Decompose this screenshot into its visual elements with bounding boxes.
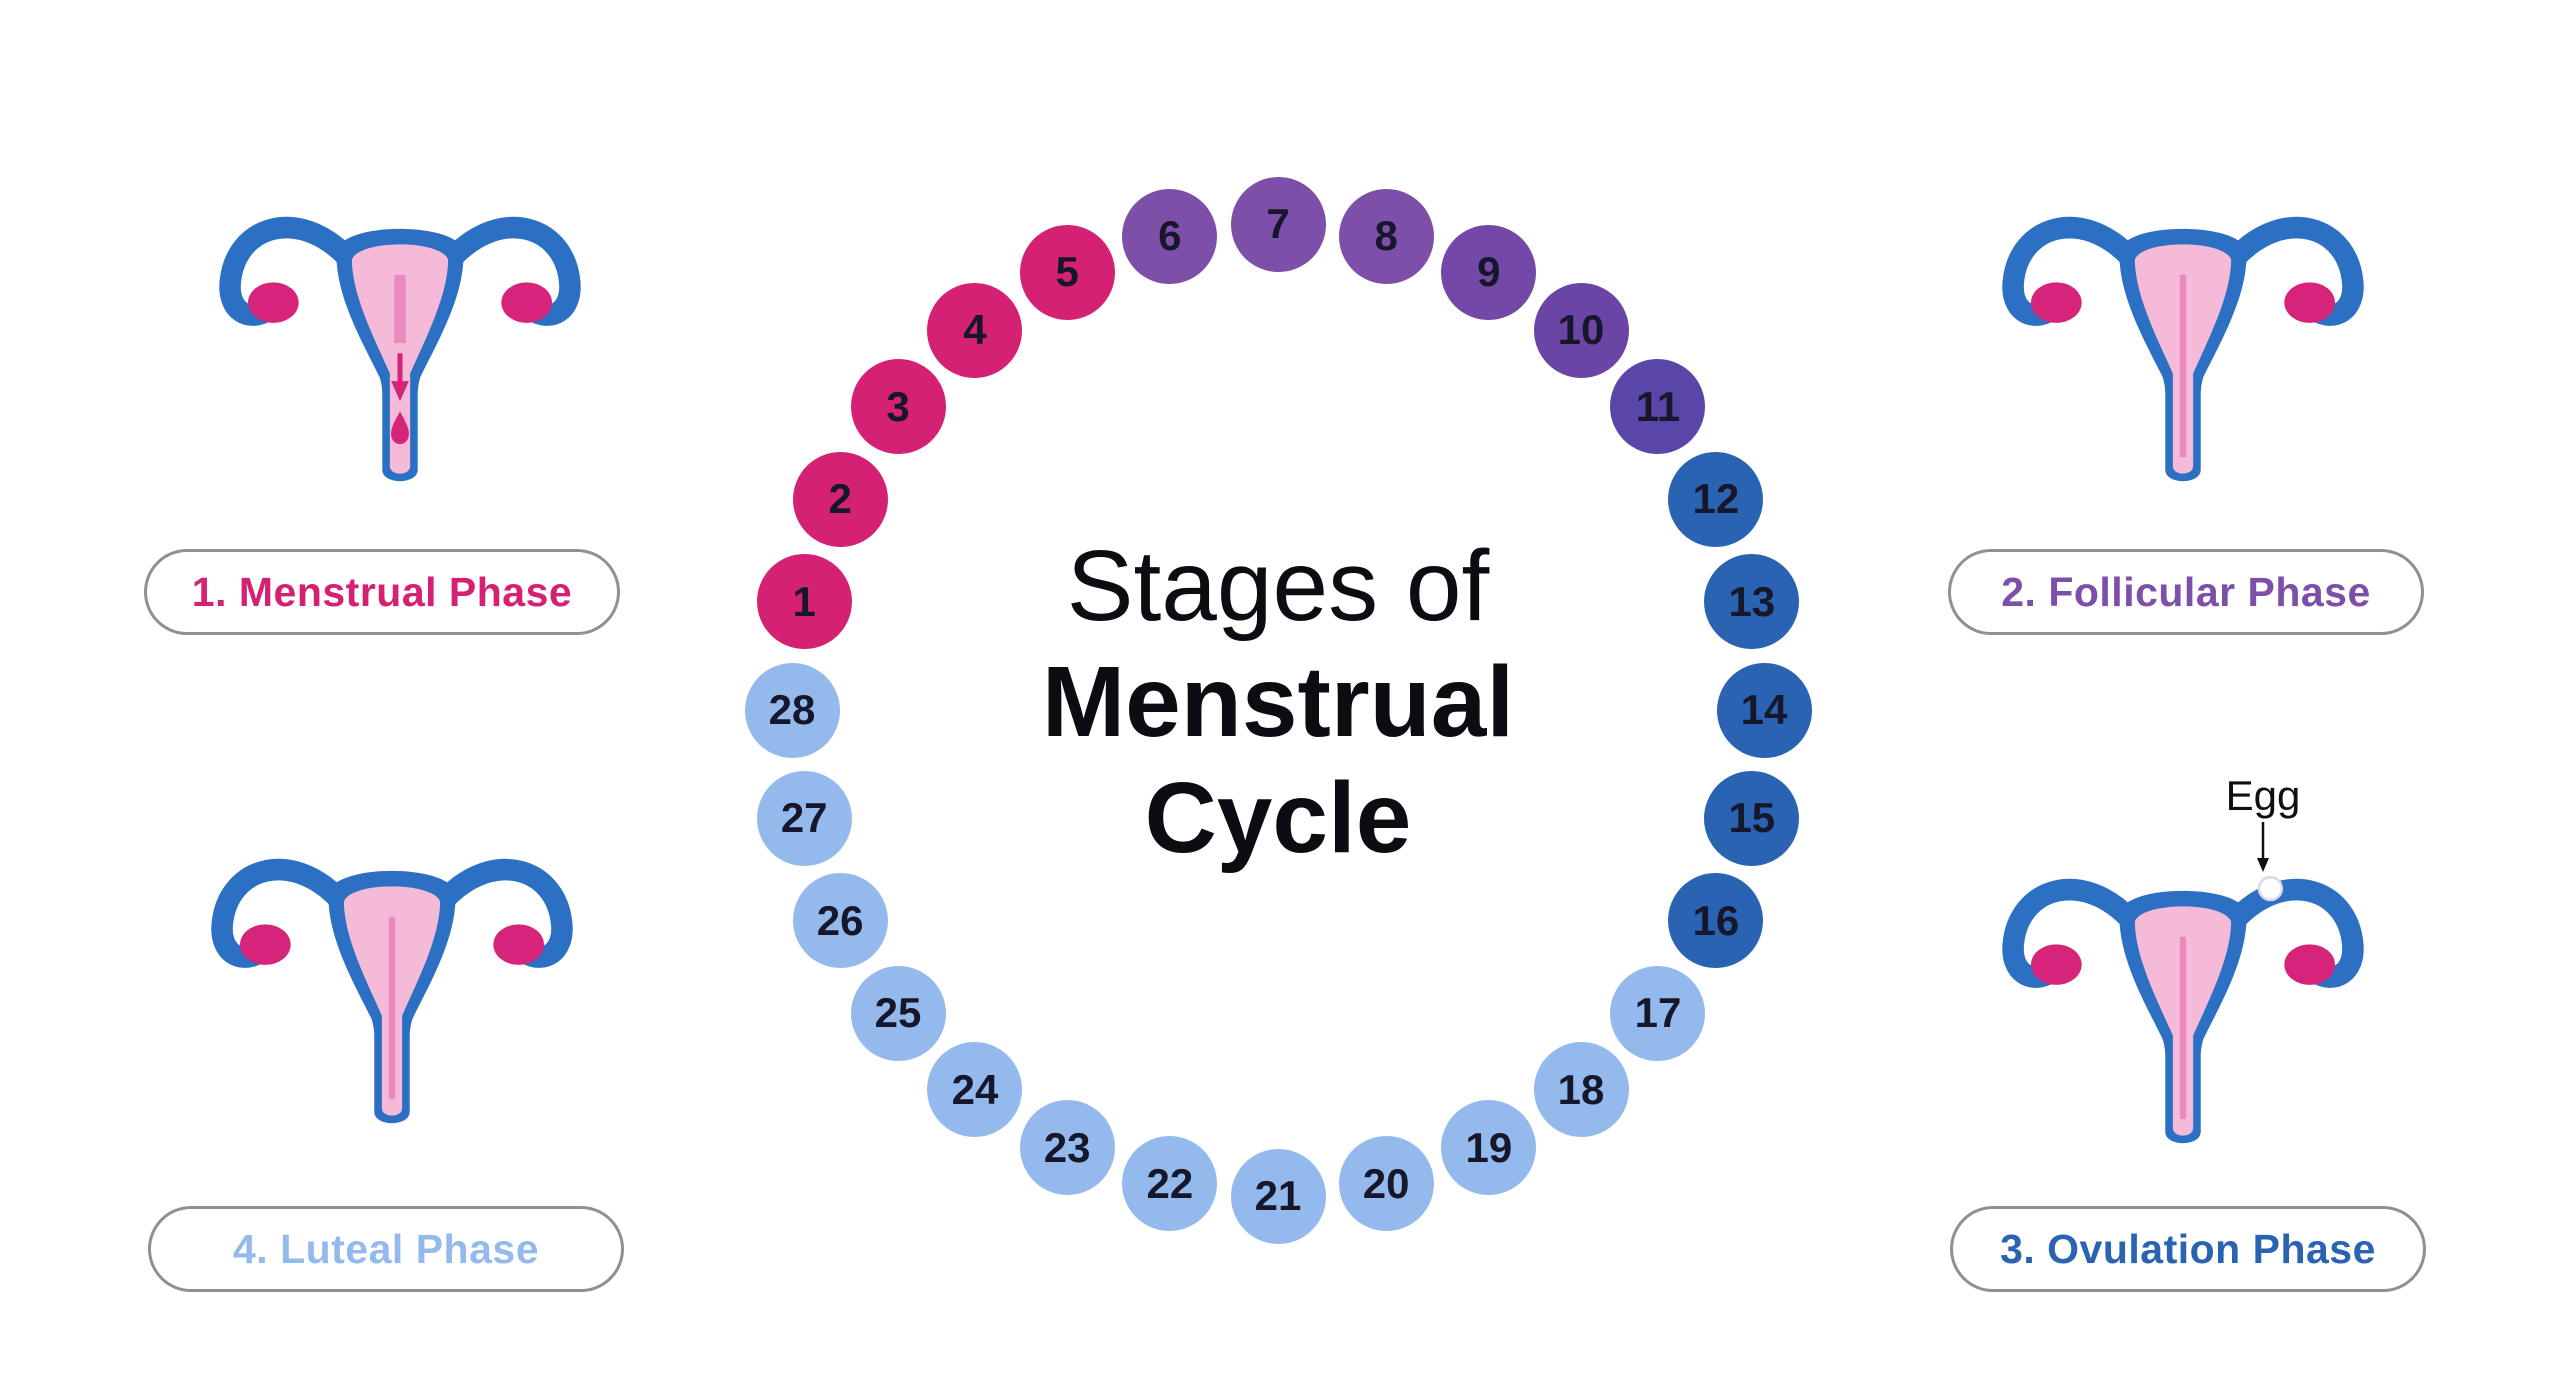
fallopian-tube-right	[2225, 216, 2364, 326]
ovary-right	[501, 282, 552, 323]
ovary-right	[2284, 944, 2335, 985]
uterus-illustration-slot-luteal	[202, 810, 582, 1140]
fallopian-tube-right	[442, 216, 581, 326]
uterus-illustration-slot-follicular	[1993, 168, 2373, 498]
label-follicular-text: 2. Follicular Phase	[2001, 568, 2371, 615]
day-circle-24: 24	[927, 1042, 1023, 1138]
day-circle-6: 6	[1122, 188, 1218, 284]
day-circle-18: 18	[1533, 1042, 1629, 1138]
blood-drop-icon	[391, 411, 409, 445]
ovary-left	[248, 282, 299, 323]
ovary-left	[240, 924, 291, 965]
uterus-figure-follicular	[1993, 168, 2373, 498]
egg-circle	[2257, 875, 2284, 902]
label-ovulation-text: 3. Ovulation Phase	[2000, 1225, 2376, 1272]
label-ovulation-phase: 3. Ovulation Phase	[1950, 1206, 2426, 1292]
label-menstrual-text: 1. Menstrual Phase	[191, 568, 573, 615]
title-line-2: Menstrual	[1041, 646, 1515, 758]
day-circle-25: 25	[850, 965, 946, 1061]
ovary-right	[493, 924, 544, 965]
uterus-illustration-ovulation	[2002, 875, 2364, 1144]
fallopian-tube-right	[434, 858, 573, 968]
day-circle-3: 3	[850, 359, 946, 455]
title-line-1: Stages of	[1066, 530, 1490, 642]
uterus-illustration-luteal	[211, 858, 573, 1124]
day-circle-12: 12	[1668, 451, 1764, 547]
day-circle-20: 20	[1338, 1136, 1434, 1232]
page-title: Stages of Menstrual Cycle	[1042, 528, 1514, 876]
egg-annotation-label: Egg	[2225, 772, 2301, 819]
uterus-illustration-slot-ovulation	[1993, 830, 2373, 1160]
day-circle-22: 22	[1122, 1136, 1218, 1232]
uterus-figure-menstrual	[210, 168, 590, 498]
day-circle-15: 15	[1704, 770, 1800, 866]
label-luteal-text: 4. Luteal Phase	[232, 1225, 539, 1272]
title-line-3: Cycle	[1144, 762, 1412, 874]
day-circle-28: 28	[744, 662, 840, 758]
day-circle-10: 10	[1533, 282, 1629, 378]
ovary-left	[2031, 282, 2082, 323]
day-circle-27: 27	[756, 770, 852, 866]
label-menstrual-phase: 1. Menstrual Phase	[144, 549, 620, 635]
fallopian-tube-left	[2002, 878, 2141, 988]
day-circle-4: 4	[927, 282, 1023, 378]
day-circle-1: 1	[756, 554, 852, 650]
ovary-left	[2031, 944, 2082, 985]
day-circle-2: 2	[792, 451, 888, 547]
day-circle-16: 16	[1668, 873, 1764, 969]
day-circle-7: 7	[1230, 176, 1326, 272]
label-follicular-phase: 2. Follicular Phase	[1948, 549, 2424, 635]
uterus-figure-ovulation: Egg	[1993, 772, 2373, 1160]
day-circle-17: 17	[1610, 965, 1706, 1061]
uterus-illustration-slot-menstrual	[210, 168, 590, 498]
day-circle-5: 5	[1019, 224, 1115, 320]
ovary-right	[2284, 282, 2335, 323]
day-circle-26: 26	[792, 873, 888, 969]
day-circle-21: 21	[1230, 1148, 1326, 1244]
day-circle-9: 9	[1441, 224, 1537, 320]
fallopian-tube-left	[219, 216, 358, 326]
uterus-illustration-follicular	[2002, 216, 2364, 482]
shedding-arrow-head	[391, 381, 409, 402]
uterus-illustration-menstrual	[219, 216, 581, 482]
day-circle-19: 19	[1441, 1100, 1537, 1196]
day-circle-8: 8	[1338, 188, 1434, 284]
fallopian-tube-left	[2002, 216, 2141, 326]
day-circle-11: 11	[1610, 359, 1706, 455]
fallopian-tube-left	[211, 858, 350, 968]
day-circle-23: 23	[1019, 1100, 1115, 1196]
egg-arrow-icon	[2257, 822, 2269, 872]
label-luteal-phase: 4. Luteal Phase	[148, 1206, 624, 1292]
day-circle-13: 13	[1704, 554, 1800, 650]
uterus-figure-luteal	[202, 810, 582, 1140]
day-circle-14: 14	[1716, 662, 1812, 758]
